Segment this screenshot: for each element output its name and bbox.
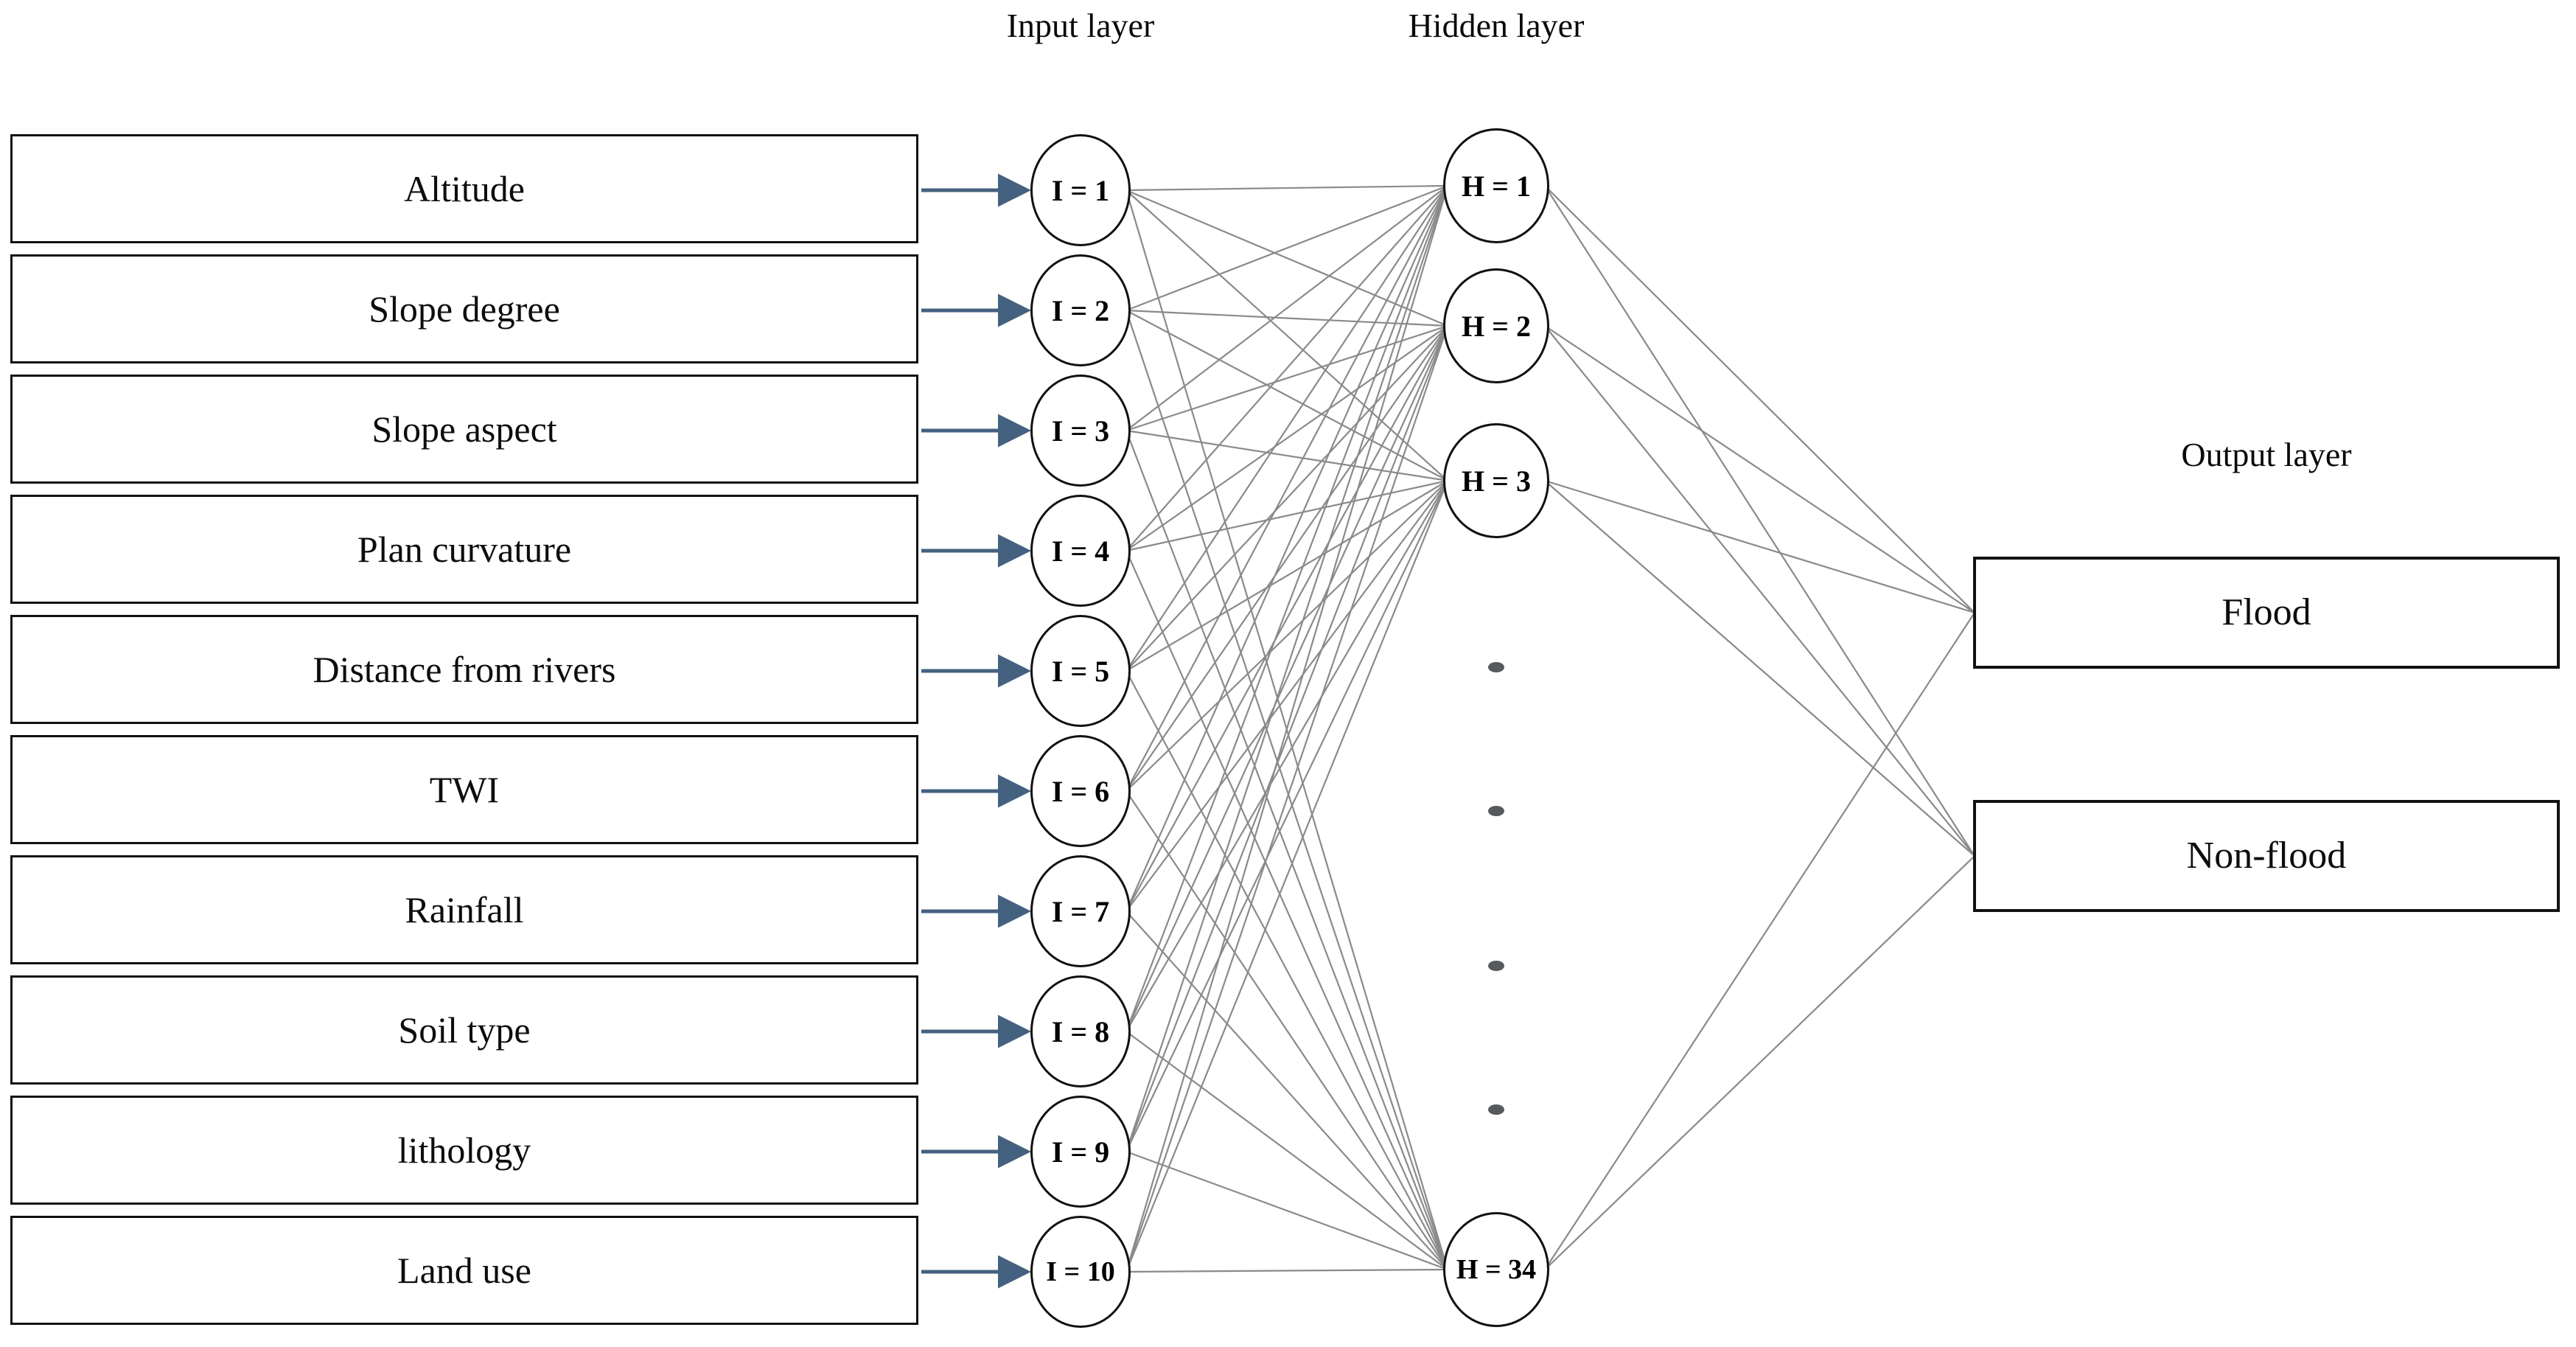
input-feature-box: Plan curvature (10, 495, 918, 604)
input-node-label: I = 2 (1051, 293, 1110, 327)
hidden-layer-ellipsis-dot (1488, 662, 1504, 672)
input-node: I = 10 (1030, 1216, 1131, 1328)
input-feature-label: TWI (429, 769, 500, 810)
input-node: I = 2 (1030, 254, 1131, 366)
hidden-layer-label: Hidden layer (1408, 7, 1585, 44)
input-node-label: I = 10 (1046, 1256, 1115, 1287)
input-feature-box: lithology (10, 1096, 918, 1205)
input-node: I = 5 (1030, 615, 1131, 727)
input-node-label: I = 3 (1051, 414, 1110, 448)
output-node-label: Flood (2221, 591, 2311, 633)
input-node-label: I = 5 (1051, 654, 1110, 688)
input-feature-label: Soil type (398, 1009, 531, 1051)
input-feature-label: Slope degree (369, 288, 560, 330)
input-feature-box: Slope aspect (10, 375, 918, 484)
hidden-node: H = 2 (1443, 268, 1549, 383)
input-node: I = 8 (1030, 975, 1131, 1087)
input-node-label: I = 9 (1051, 1135, 1110, 1169)
hidden-layer-ellipsis-dot (1488, 1104, 1504, 1115)
input-feature-box: Distance from rivers (10, 615, 918, 724)
hidden-node: H = 1 (1443, 128, 1549, 243)
input-feature-box: TWI (10, 735, 918, 844)
hidden-node: H = 34 (1443, 1212, 1549, 1327)
input-node-label: I = 6 (1051, 774, 1110, 808)
input-node-label: I = 7 (1051, 894, 1110, 928)
input-node-label: I = 1 (1051, 173, 1110, 207)
input-layer-label: Input layer (1006, 7, 1155, 44)
hidden-layer-ellipsis-dot (1488, 806, 1504, 816)
input-node: I = 9 (1030, 1096, 1131, 1208)
input-feature-box: Slope degree (10, 254, 918, 363)
input-feature-label: Altitude (404, 168, 525, 209)
input-node: I = 7 (1030, 855, 1131, 967)
input-feature-box: Rainfall (10, 855, 918, 964)
input-node: I = 1 (1030, 134, 1131, 246)
output-node-box: Non-flood (1973, 800, 2560, 912)
input-node-label: I = 4 (1051, 534, 1110, 568)
input-node: I = 3 (1030, 375, 1131, 487)
hidden-node-label: H = 2 (1462, 309, 1531, 343)
input-node: I = 6 (1030, 735, 1131, 847)
input-feature-box: Altitude (10, 134, 918, 243)
input-feature-label: lithology (397, 1130, 531, 1171)
input-feature-label: Slope aspect (371, 408, 557, 450)
hidden-node-label: H = 3 (1462, 464, 1531, 498)
input-feature-label: Distance from rivers (313, 649, 616, 690)
hidden-node-label: H = 1 (1462, 169, 1531, 203)
input-feature-label: Rainfall (405, 889, 524, 930)
hidden-layer-ellipsis-dot (1488, 961, 1504, 971)
input-feature-box: Land use (10, 1216, 918, 1325)
hidden-node-label: H = 34 (1456, 1254, 1537, 1285)
hidden-node: H = 3 (1443, 423, 1549, 538)
input-node: I = 4 (1030, 495, 1131, 607)
output-node-box: Flood (1973, 557, 2560, 669)
input-feature-label: Land use (397, 1250, 531, 1291)
input-node-label: I = 8 (1051, 1014, 1110, 1048)
input-feature-box: Soil type (10, 975, 918, 1085)
input-feature-label: Plan curvature (357, 529, 572, 570)
output-node-label: Non-flood (2186, 835, 2347, 877)
output-layer-label: Output layer (2181, 436, 2352, 473)
